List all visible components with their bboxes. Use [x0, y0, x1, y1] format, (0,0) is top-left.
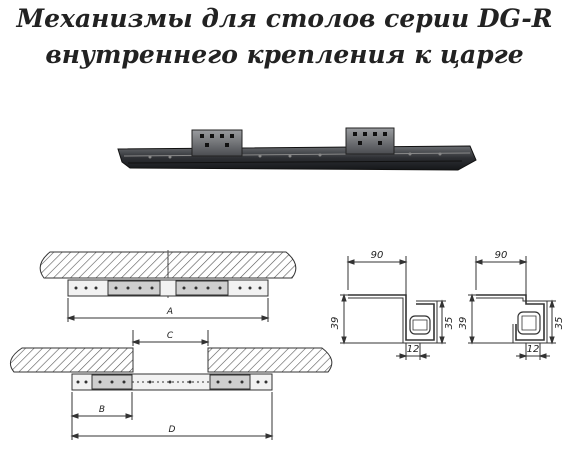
profile-left-height-outer: 39 — [330, 317, 341, 330]
page-title-line-2: внутреннего крепления к царге — [45, 40, 524, 69]
page-title-line-1: Механизмы для столов серии DG-R — [16, 4, 553, 33]
schematic-open-table — [9, 330, 333, 440]
profile-right-height-inner: 35 — [554, 317, 565, 330]
dimension-label-d: D — [169, 425, 176, 435]
profile-left-width: 90 — [371, 250, 384, 261]
mounting-plate-left — [191, 129, 243, 157]
dimension-label-a: A — [166, 307, 173, 317]
profile-left-height-inner: 35 — [444, 317, 455, 330]
profile-section-left — [340, 256, 446, 360]
profile-right-base: 12 — [527, 344, 540, 355]
mechanism-photo — [117, 127, 477, 171]
schematic-closed-table — [39, 250, 297, 322]
dimension-label-c: C — [167, 331, 174, 341]
profile-left-base: 12 — [407, 344, 420, 355]
profile-right-height-outer: 39 — [458, 317, 469, 330]
profile-right-width: 90 — [495, 250, 508, 261]
dimension-label-b: B — [99, 405, 105, 415]
mounting-plate-right — [345, 127, 395, 155]
profile-section-right — [468, 256, 556, 360]
